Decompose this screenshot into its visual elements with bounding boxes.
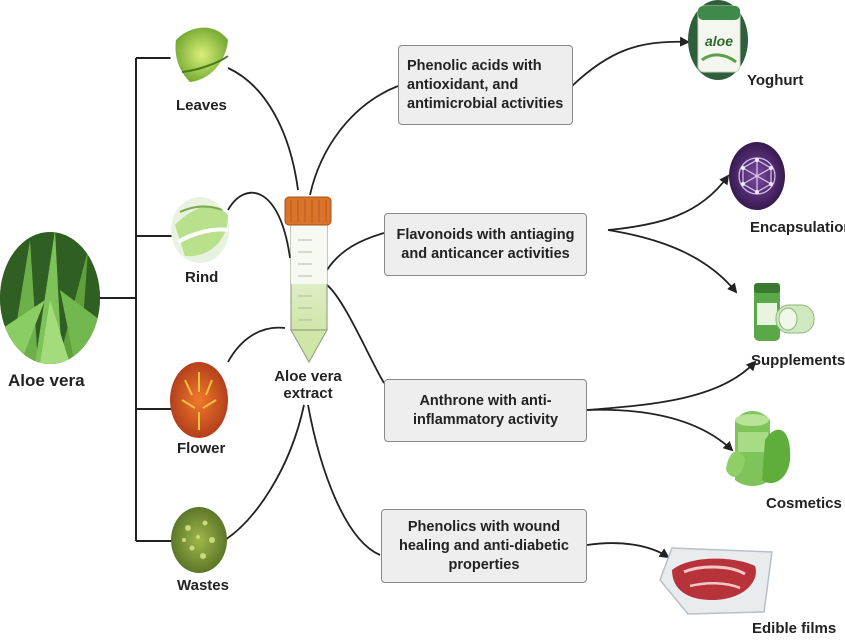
cosmetics-image — [726, 411, 791, 486]
application-label-encapsulation: Encapsulation — [750, 219, 845, 236]
compound-line: Phenolic acids with — [407, 57, 542, 74]
yoghurt-brand-text: aloe — [705, 33, 733, 49]
wastes-image — [171, 507, 227, 573]
extract-label-line1: Aloe vera — [274, 368, 342, 385]
compound-line: Phenolics with wound — [407, 518, 561, 535]
leaves-image — [170, 20, 230, 84]
aloe-vera-image — [0, 232, 100, 364]
extract-tube-image — [284, 196, 332, 364]
compound-line: Flavonoids with antiaging — [396, 226, 575, 243]
compound-line: properties — [448, 556, 520, 573]
supplements-image — [754, 283, 815, 341]
part-label-rind: Rind — [185, 269, 219, 286]
extract-label: Aloe vera extract — [273, 368, 343, 402]
part-label-leaves: Leaves — [176, 97, 227, 114]
compound-box-anthrone: Anthrone with anti- inflammatory activit… — [384, 379, 587, 442]
yoghurt-image: aloe — [688, 0, 748, 80]
flower-image — [170, 362, 228, 438]
application-label-edible-films: Edible films — [752, 620, 837, 637]
compound-line: and anticancer activities — [401, 245, 570, 262]
edible-films-image — [659, 547, 773, 615]
compound-line: healing and anti-diabetic — [399, 537, 569, 554]
application-label-yoghurt: Yoghurt — [747, 72, 804, 89]
part-label-wastes: Wastes — [177, 577, 229, 594]
application-arrows — [571, 36, 757, 559]
compound-line: Anthrone with anti- — [419, 392, 552, 409]
compound-line: antioxidant, and — [407, 76, 519, 93]
rind-image — [171, 197, 229, 263]
compound-box-flavonoids: Flavonoids with antiaging and anticancer… — [384, 213, 587, 276]
extract-label-line2: extract — [283, 385, 333, 402]
source-tree-connectors — [100, 57, 172, 542]
aloe-vera-label: Aloe vera — [8, 371, 85, 390]
compound-line: antimicrobial activities — [407, 95, 564, 112]
application-label-cosmetics: Cosmetics — [766, 495, 842, 512]
part-label-flower: Flower — [177, 440, 226, 457]
flow-curves — [224, 67, 399, 556]
compound-box-phenolics: Phenolics with wound healing and anti-di… — [381, 509, 587, 583]
application-label-supplements: Supplements — [751, 352, 845, 369]
compound-line: inflammatory activity — [412, 411, 559, 428]
compound-box-phenolic-acids: Phenolic acids with antioxidant, and ant… — [398, 45, 573, 125]
encapsulation-image — [729, 142, 785, 210]
